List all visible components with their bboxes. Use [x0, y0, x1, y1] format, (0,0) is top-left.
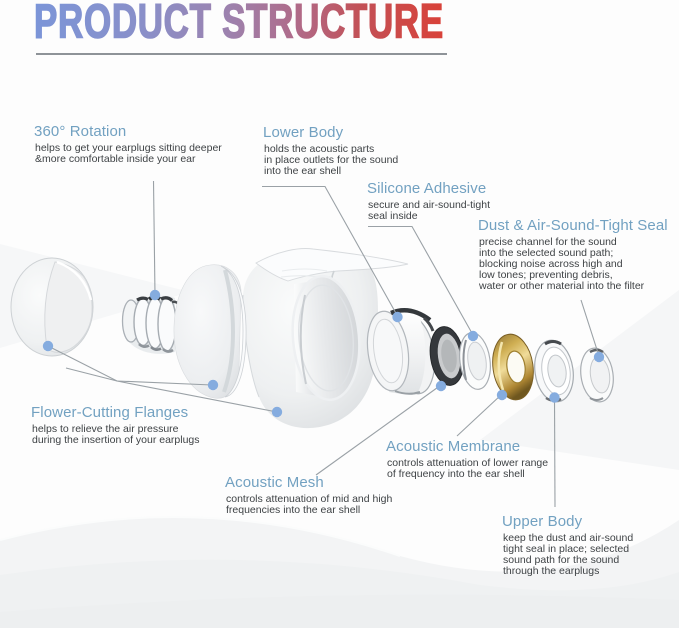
svg-text:PRODUCT STRUCTURE: PRODUCT STRUCTURE: [34, 0, 444, 48]
